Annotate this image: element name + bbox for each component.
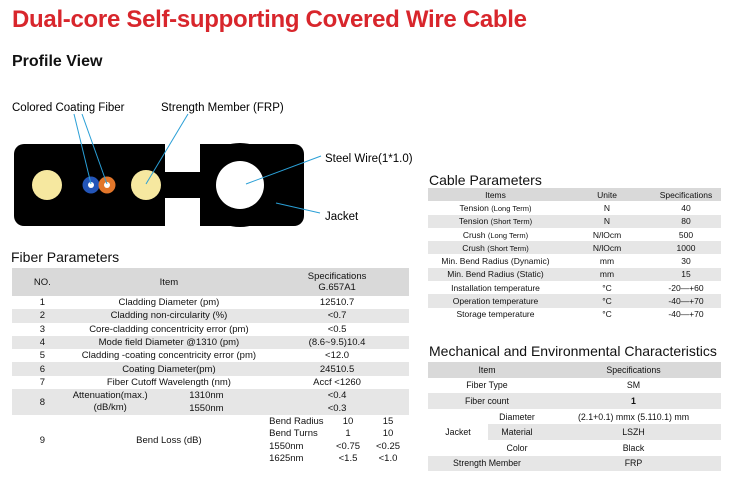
table-row: Storage temperature°C-40—+70 (428, 307, 721, 321)
steel-wire (216, 161, 264, 209)
cable-notch-top (165, 144, 200, 172)
leader-lines (73, 113, 322, 214)
col-no: NO. (12, 268, 73, 296)
table-row: Jacket Diameter(2.1+0.1) mmx (5.110.1) m… (428, 408, 721, 456)
fiber-parameters-heading: Fiber Parameters (11, 249, 120, 265)
label-strength-member: Strength Member (FRP) (161, 102, 284, 114)
strength-member-right (131, 170, 161, 200)
cable-parameters-heading: Cable Parameters (429, 172, 542, 188)
profile-view-heading: Profile View (12, 53, 103, 70)
strength-member-left (32, 170, 62, 200)
label-jacket: Jacket (325, 211, 359, 223)
mech-heading: Mechanical and Environmental Characteris… (429, 343, 717, 359)
col-item: Item (72, 268, 266, 296)
cable-notch-bottom (165, 198, 200, 226)
table-row: Operation temperature°C-40—+70 (428, 294, 721, 308)
label-steel-wire: Steel Wire(1*1.0) (325, 153, 413, 165)
table-row: Installation temperature°C-20—+60 (428, 281, 721, 295)
attenuation-row: 8 Attenuation(max.)(dB/km) 1310nm <0.4 (12, 389, 409, 416)
label-colored-fiber: Colored Coating Fiber (12, 102, 125, 114)
cable-cross-section-diagram: Colored Coating Fiber Strength Member (F… (12, 102, 413, 227)
page-title: Dual-core Self-supporting Covered Wire C… (12, 6, 527, 33)
